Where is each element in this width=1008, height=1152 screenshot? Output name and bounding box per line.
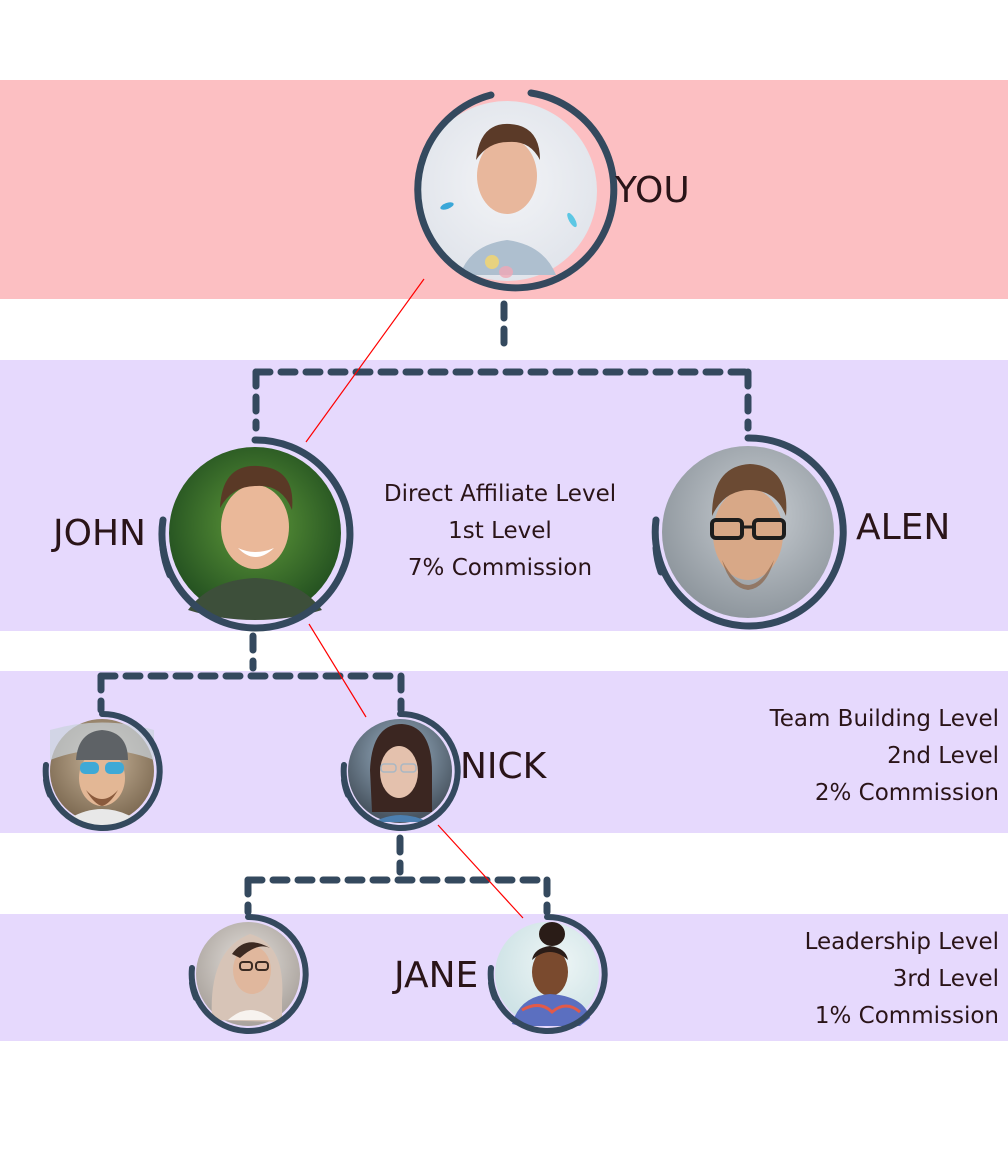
avatar-level2-left[interactable] [42,710,163,831]
level-2-band [0,671,1008,833]
level-2-info: Team Building Level 2nd Level 2% Commiss… [770,701,999,812]
name-john: JOHN [53,513,146,554]
level-1-title: Direct Affiliate Level [383,481,617,507]
avatar-level3-left[interactable] [188,913,309,1034]
name-jane: JANE [394,955,479,996]
level-2-number: 2nd Level [887,743,999,769]
referral-line-john-nick [308,623,367,718]
avatar-nick[interactable] [340,710,461,831]
avatar-you[interactable] [414,89,618,292]
level-3-number: 3rd Level [892,966,999,992]
level-3-commission: 1% Commission [814,1003,999,1029]
avatar-alen[interactable] [651,434,847,630]
level-1-band [0,360,1008,631]
avatar-jane[interactable] [487,913,608,1034]
name-nick: NICK [460,746,547,787]
avatar-john[interactable] [158,436,354,632]
referral-line-you-john [305,278,425,443]
name-alen: ALEN [856,507,951,548]
level-2-commission: 2% Commission [814,780,999,806]
level-2-title: Team Building Level [769,706,999,732]
referral-line-nick-jane [437,824,524,919]
name-you: YOU [615,170,690,211]
level-1-info: Direct Affiliate Level 1st Level 7% Comm… [370,476,630,587]
level-3-title: Leadership Level [804,929,999,955]
level-3-info: Leadership Level 3rd Level 1% Commission [805,924,999,1035]
level-1-commission: 7% Commission [407,555,593,581]
level-1-number: 1st Level [448,518,552,544]
